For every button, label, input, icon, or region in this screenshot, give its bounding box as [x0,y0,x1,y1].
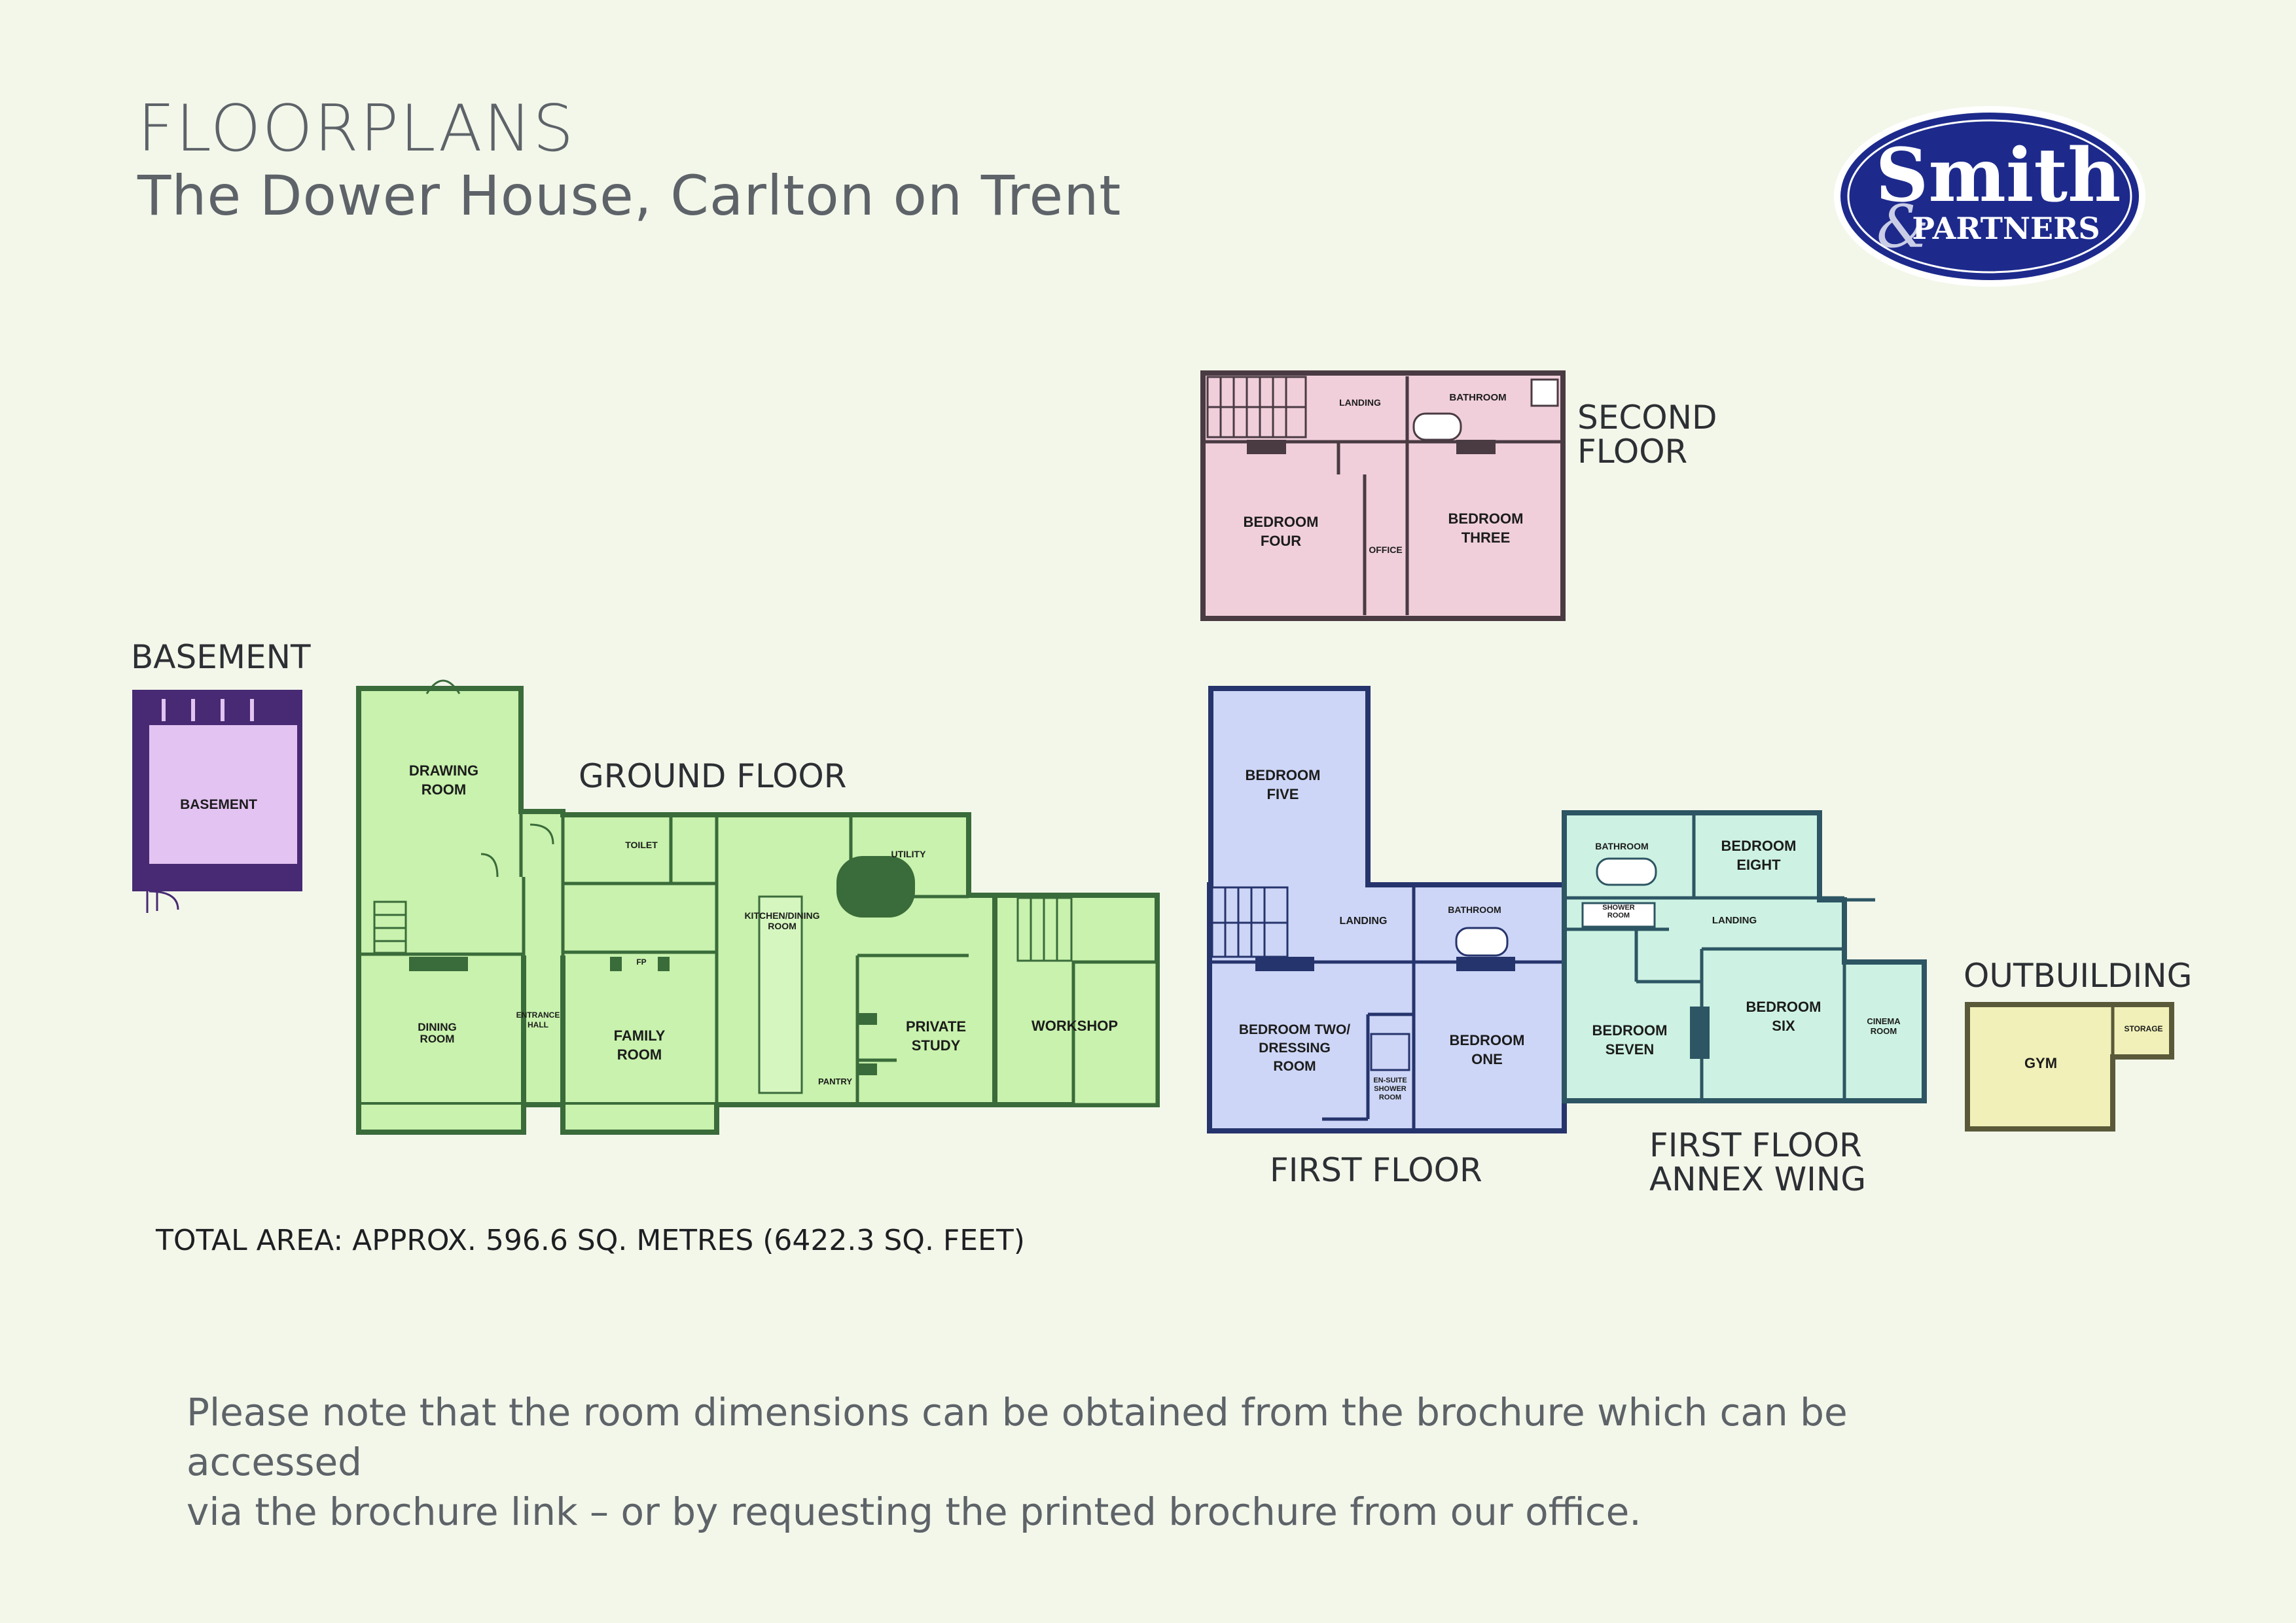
bedroom-six-line1: BEDROOM [1746,999,1821,1015]
note-line2: via the brochure link – or by requesting… [187,1489,1641,1534]
basement-label: BASEMENT [131,638,311,676]
bedroom-seven-line2: SEVEN [1605,1041,1655,1058]
bedroom-two-line1: BEDROOM TWO/ [1239,1022,1350,1037]
bedroom-six-line2: SIX [1772,1018,1795,1034]
logo-ampersand: & [1876,192,1929,261]
second-landing: LANDING [1339,397,1381,408]
bedroom-three-line2: THREE [1462,529,1511,546]
first-floor-plan: BEDROOM FIVE LANDING BATHROOM BEDROOM TW… [1207,686,1567,1133]
private-study-line2: STUDY [912,1037,961,1054]
bedroom-five-line2: FIVE [1267,786,1299,802]
basement-room: BASEMENT [180,797,257,812]
annex-shower-line1: SHOWER [1602,904,1635,912]
ensuite-line3: ROOM [1379,1094,1401,1101]
pantry-room: PANTRY [818,1077,852,1086]
bedroom-five-line1: BEDROOM [1246,767,1321,783]
smith-partners-logo: Smith & PARTNERS [1834,106,2145,287]
cinema-line1: CINEMA [1867,1016,1901,1026]
utility-room: UTILITY [891,849,927,859]
second-floor-plan: LANDING BATHROOM BEDROOM FOUR OFFICE BED… [1200,370,1566,621]
total-area: TOTAL AREA: APPROX. 596.6 SQ. METRES (64… [156,1224,1025,1257]
annex-bathroom: BATHROOM [1595,841,1648,851]
bedroom-three-line1: BEDROOM [1448,510,1524,527]
drawing-room-line2: ROOM [422,781,466,798]
bedroom-one-line2: ONE [1471,1051,1503,1067]
family-room-line1: FAMILY [614,1027,666,1044]
page-title: FLOORPLANS [137,92,575,166]
bedroom-four-line1: BEDROOM [1244,514,1319,530]
kitchen-line2: ROOM [768,921,797,931]
outbuilding-label: OUTBUILDING [1964,957,2193,995]
outbuilding-plan: GYM STORAGE [1965,1002,2174,1132]
toilet-room: TOILET [625,840,658,850]
annex-shower-line2: ROOM [1607,912,1630,919]
ensuite-line1: EN-SUITE [1373,1077,1407,1084]
gym-room: GYM [2024,1055,2057,1071]
fireplace-marker: FP [636,957,646,967]
bedroom-seven-line1: BEDROOM [1592,1022,1668,1039]
dimensions-note: Please note that the room dimensions can… [187,1387,1954,1537]
bedroom-eight-line2: EIGHT [1736,857,1781,873]
workshop-room: WORKSHOP [1031,1018,1118,1034]
drawing-room-line1: DRAWING [409,762,478,779]
first-landing: LANDING [1340,916,1388,927]
bedroom-eight-line1: BEDROOM [1721,838,1797,854]
logo-brand: Smith [1875,133,2121,219]
annex-landing: LANDING [1712,915,1757,926]
second-floor-label: SECOND FLOOR [1577,399,1717,471]
second-office: OFFICE [1369,544,1402,555]
logo-brand-sub: PARTNERS [1912,211,2100,246]
property-address: The Dower House, Carlton on Trent [137,164,1122,228]
storage-room: STORAGE [2124,1024,2162,1033]
entrance-hall-line1: ENTRANCE [516,1010,560,1020]
entrance-hall-line2: HALL [528,1020,548,1029]
private-study-line1: PRIVATE [906,1018,966,1035]
cinema-line2: ROOM [1871,1026,1897,1036]
dining-room-line1: DINING [418,1021,457,1033]
annex-wing-plan: BATHROOM BEDROOM EIGHT SHOWER ROOM LANDI… [1562,810,1927,1103]
ground-floor-label: GROUND FLOOR [579,757,847,795]
ensuite-line2: SHOWER [1374,1085,1407,1093]
family-room-line2: ROOM [617,1046,662,1063]
bedroom-two-line2: DRESSING [1259,1041,1331,1056]
bedroom-four-line2: FOUR [1261,533,1301,549]
first-bathroom: BATHROOM [1448,904,1501,915]
note-line1: Please note that the room dimensions can… [187,1390,1848,1484]
dining-room-line2: ROOM [420,1033,455,1045]
bedroom-one-line1: BEDROOM [1450,1032,1525,1048]
bedroom-two-line3: ROOM [1273,1059,1316,1074]
ground-floor-plan: DRAWING ROOM TOILET UTILITY KITCHEN/DINI… [356,679,1160,1135]
second-bathroom: BATHROOM [1449,392,1506,403]
kitchen-line1: KITCHEN/DINING [744,910,819,921]
first-floor-label: FIRST FLOOR [1270,1151,1482,1189]
basement-plan: BASEMENT [132,690,302,913]
annex-wing-label: FIRST FLOOR ANNEX WING [1649,1126,1867,1198]
